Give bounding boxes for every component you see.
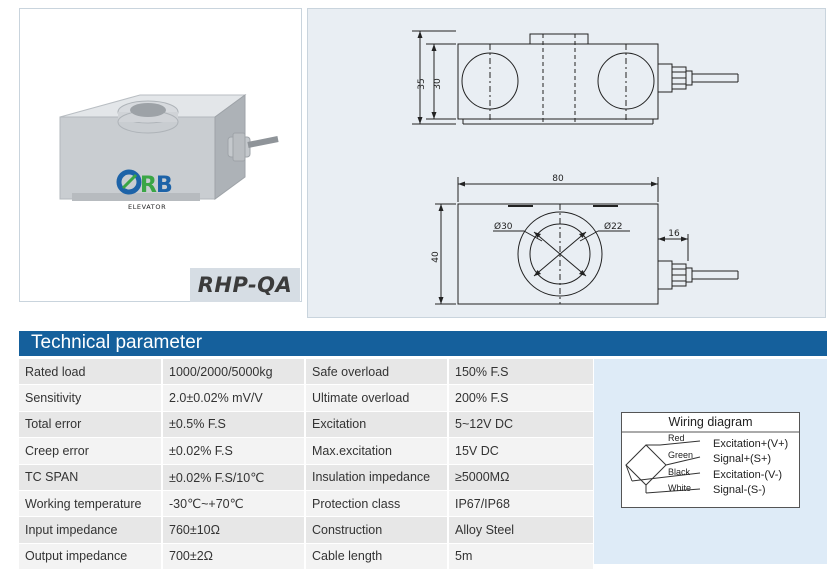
dim-16: 16 xyxy=(668,229,680,239)
spec-value: 5~12V DC xyxy=(448,411,595,439)
wire-green-label: Green xyxy=(668,450,694,460)
logo-subtext: ELEVATOR xyxy=(128,203,166,211)
spec-value: 760±10Ω xyxy=(162,516,306,544)
spec-value: 150% F.S xyxy=(448,359,595,386)
spec-value: 1000/2000/5000kg xyxy=(162,359,306,386)
model-label: RHP-QA xyxy=(190,268,300,302)
spec-value: ±0.5% F.S xyxy=(162,411,306,439)
spec-label: Safe overload xyxy=(305,359,449,386)
signal-label: Excitation-(V-) xyxy=(713,469,783,481)
section-title: Technical parameter xyxy=(31,332,203,353)
dim-80: 80 xyxy=(552,174,564,184)
technical-drawing-panel: 35 30 80 40 Ø30 Ø22 16 xyxy=(307,8,826,318)
dim-35: 35 xyxy=(417,78,427,89)
dim-30: 30 xyxy=(433,78,443,90)
bridge-schematic-icon xyxy=(622,431,799,494)
wiring-diagram: Wiring diagram Red Green Black White Exc… xyxy=(621,412,800,508)
table-row: Output impedance 700±2Ω Cable length 5m xyxy=(19,543,595,570)
spec-label: Sensitivity xyxy=(19,384,163,412)
spec-value: Alloy Steel xyxy=(448,516,595,544)
wire-white-label: White xyxy=(668,483,692,493)
spec-label: Ultimate overload xyxy=(305,384,449,412)
wiring-title: Wiring diagram xyxy=(668,415,753,429)
spec-label: Working temperature xyxy=(19,490,163,518)
spec-label: Creep error xyxy=(19,437,163,465)
spec-label: Input impedance xyxy=(19,516,163,544)
spec-label: Excitation xyxy=(305,411,449,439)
spec-value: IP67/IP68 xyxy=(448,490,595,518)
spec-value: ≥5000MΩ xyxy=(448,464,595,491)
spec-table: Rated load 1000/2000/5000kg Safe overloa… xyxy=(19,359,595,570)
spec-label: TC SPAN xyxy=(19,464,163,491)
spec-label: Max.excitation xyxy=(305,437,449,465)
spec-value: 700±2Ω xyxy=(162,543,306,570)
spec-label: Insulation impedance xyxy=(305,464,449,491)
svg-text:B: B xyxy=(156,173,173,198)
dim-phi22: Ø22 xyxy=(604,221,623,232)
spec-label: Construction xyxy=(305,516,449,544)
svg-text:R: R xyxy=(140,173,157,198)
spec-value: 200% F.S xyxy=(448,384,595,412)
wire-red-label: Red xyxy=(668,433,685,443)
table-row: TC SPAN ±0.02% F.S/10℃ Insulation impeda… xyxy=(19,464,595,491)
spec-value: 15V DC xyxy=(448,437,595,465)
product-photo-panel: R B ELEVATOR xyxy=(19,8,302,302)
signal-label: Signal-(S-) xyxy=(713,484,766,496)
section-header: Technical parameter xyxy=(19,331,827,356)
wiring-area: Wiring diagram Red Green Black White Exc… xyxy=(594,359,827,564)
table-row: Working temperature -30℃~+70℃ Protection… xyxy=(19,490,595,518)
table-row: Sensitivity 2.0±0.02% mV/V Ultimate over… xyxy=(19,384,595,412)
spec-value: 5m xyxy=(448,543,595,570)
spec-value: ±0.02% F.S xyxy=(162,437,306,465)
spec-label: Total error xyxy=(19,411,163,439)
signal-label: Signal+(S+) xyxy=(713,453,772,465)
dim-40: 40 xyxy=(431,251,441,263)
orb-logo: R B ELEVATOR xyxy=(116,169,173,211)
spec-value: -30℃~+70℃ xyxy=(162,490,306,518)
table-row: Creep error ±0.02% F.S Max.excitation 15… xyxy=(19,437,595,465)
spec-value: ±0.02% F.S/10℃ xyxy=(162,464,306,491)
wire-black-label: Black xyxy=(668,467,691,477)
spec-label: Protection class xyxy=(305,490,449,518)
spec-label: Output impedance xyxy=(19,543,163,570)
spec-label: Cable length xyxy=(305,543,449,570)
table-row: Input impedance 760±10Ω Construction All… xyxy=(19,516,595,544)
table-row: Rated load 1000/2000/5000kg Safe overloa… xyxy=(19,359,595,386)
dimension-drawing: 35 30 80 40 Ø30 Ø22 16 xyxy=(412,30,739,305)
spec-label: Rated load xyxy=(19,359,163,386)
dim-phi30: Ø30 xyxy=(494,221,513,232)
spec-value: 2.0±0.02% mV/V xyxy=(162,384,306,412)
load-cell-photo: R B ELEVATOR xyxy=(59,94,279,211)
signal-label: Excitation+(V+) xyxy=(713,438,789,450)
table-row: Total error ±0.5% F.S Excitation 5~12V D… xyxy=(19,411,595,439)
